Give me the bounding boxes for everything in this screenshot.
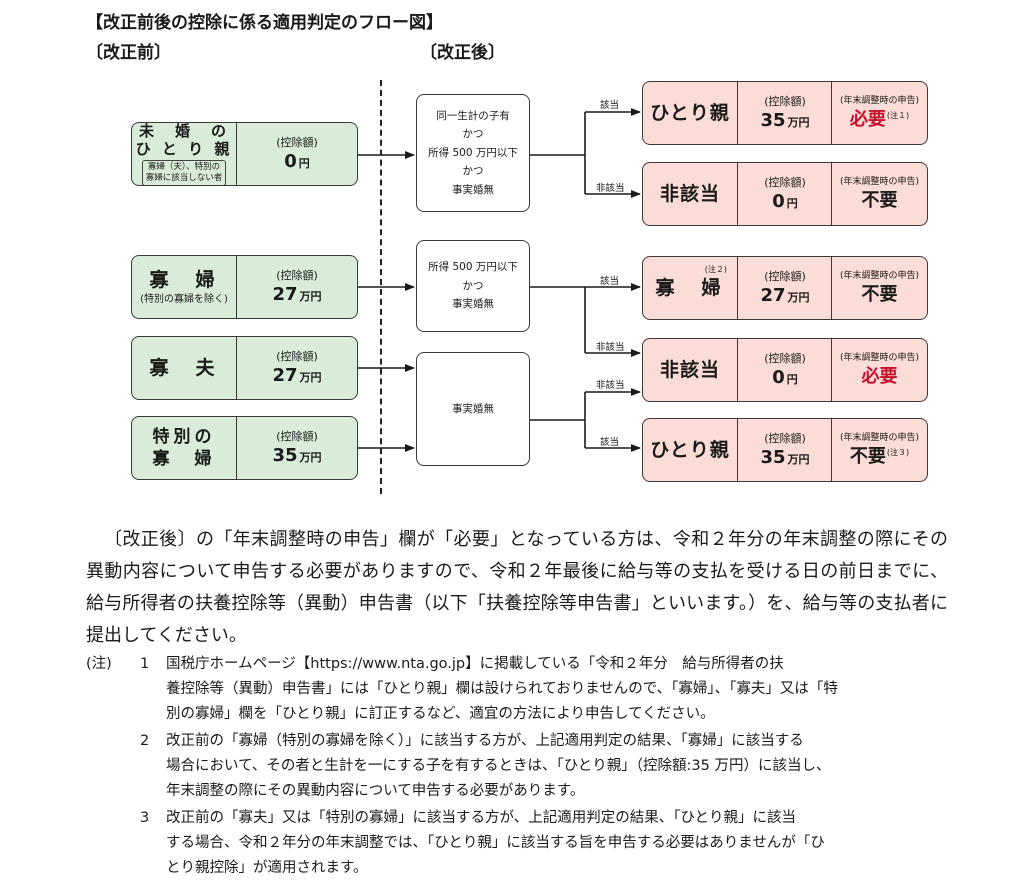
report-value: 不要	[861, 284, 898, 306]
branch-label-not-applicable: 非該当	[596, 183, 625, 194]
condition-box-2: 所得 500 万円以下 かつ 事実婚無	[416, 240, 530, 332]
after-name: 寡 婦	[655, 276, 725, 299]
branch-label-not-applicable: 非該当	[596, 342, 625, 353]
branch-label-applicable: 該当	[600, 276, 620, 287]
before-revision-label: 〔改正前〕	[86, 43, 171, 63]
deduction-label: (控除額)	[276, 429, 318, 443]
notes-label: (注)	[86, 656, 112, 672]
before-name-line: 未 婚 の	[138, 122, 229, 141]
note-line: 改正前の「寡夫」又は「特別の寡婦」に該当する方が、上記適用判定の結果、「ひとり親…	[166, 810, 797, 826]
branch-label-applicable: 該当	[600, 437, 620, 448]
report-value: 必要	[861, 366, 898, 388]
condition-line: 同一生計の子有	[436, 110, 510, 123]
condition-line: 所得 500 万円以下	[428, 261, 518, 274]
condition-line: かつ	[462, 128, 484, 141]
figure-title: 【改正前後の控除に係る適用判定のフロー図】	[86, 13, 443, 33]
report-value: 不要(注３)	[849, 446, 910, 468]
condition-line: かつ	[462, 279, 484, 292]
note-line: 別の寡婦」欄を「ひとり親」に訂正するなど、適宜の方法により申告してください。	[166, 706, 715, 722]
note-line: 国税庁ホームページ【https://www.nta.go.jp】に掲載している「…	[166, 656, 784, 672]
deduction-label: (控除額)	[764, 269, 806, 283]
report-value: 不要	[861, 190, 898, 212]
condition-line: 事実婚無	[452, 298, 494, 311]
report-label: (年末調整時の申告)	[839, 352, 920, 363]
before-single-parent-box: 未 婚 の ひ と り 親 寡婦（夫）、特別の 寡婦に該当しない者 (控除額) …	[131, 122, 358, 186]
note-line: 養控除等（異動）申告書」には「ひとり親」欄は設けられておりませんので、「寡婦」、…	[166, 681, 838, 697]
condition-line: 事実婚無	[452, 183, 494, 196]
after-name: 非該当	[659, 358, 720, 381]
report-label: (年末調整時の申告)	[839, 270, 920, 281]
note-line: 年末調整の際にその異動内容について申告する必要があります。	[166, 783, 585, 799]
before-name-note: 寡婦（夫）、特別の 寡婦に該当しない者	[141, 160, 227, 185]
condition-line: かつ	[462, 165, 484, 178]
note-line: とり親控除」が適用されます。	[166, 860, 368, 876]
after-name: ひとり親	[650, 101, 730, 124]
report-label: (年末調整時の申告)	[839, 95, 920, 106]
deduction-label: (控除額)	[276, 135, 318, 149]
deduction-label: (控除額)	[276, 268, 318, 282]
condition-line: 所得 500 万円以下	[428, 146, 518, 159]
body-paragraph: 〔改正後〕の「年末調整時の申告」欄が「必要」となっている方は、令和２年分の年末調…	[86, 529, 948, 646]
after-name: ひとり親	[650, 438, 730, 461]
branch-label-applicable: 該当	[600, 100, 620, 111]
note-line: する場合、令和２年分の年末調整では、「ひとり親」に該当する旨を申告する必要はあり…	[166, 835, 825, 851]
note-number: 2	[140, 733, 150, 749]
deduction-label: (控除額)	[276, 349, 318, 363]
before-name-line: 寡 婦	[152, 449, 216, 469]
note-line: 場合において、その者と生計を一にする子を有するときは、「ひとり親」（控除額:35…	[166, 758, 831, 774]
condition-box-1: 同一生計の子有 かつ 所得 500 万円以下 かつ 事実婚無	[416, 94, 530, 212]
deduction-label: (控除額)	[764, 94, 806, 108]
report-label: (年末調整時の申告)	[839, 176, 920, 187]
note-number: 1	[140, 656, 150, 672]
condition-line: 事実婚無	[452, 402, 494, 415]
after-name: 非該当	[659, 182, 720, 205]
before-name-line: ひ と り 親	[135, 140, 233, 159]
condition-box-3: 事実婚無	[416, 352, 530, 466]
report-label: (年末調整時の申告)	[839, 432, 920, 443]
before-name-line: 寡 夫	[149, 356, 219, 379]
report-value: 必要(注１)	[849, 109, 910, 131]
note-number: 3	[140, 810, 150, 826]
deduction-label: (控除額)	[764, 431, 806, 445]
before-name-line: 特別の	[152, 426, 216, 447]
note-line: 改正前の「寡婦（特別の寡婦を除く）」に該当する方が、上記適用判定の結果、「寡婦」…	[166, 733, 804, 749]
after-revision-label: 〔改正後〕	[420, 43, 505, 63]
after-name-note: (注２)	[704, 265, 727, 274]
flow-connectors	[358, 108, 641, 452]
before-name-line: 寡 婦	[149, 269, 219, 292]
deduction-label: (控除額)	[764, 351, 806, 365]
branch-label-not-applicable: 非該当	[596, 380, 625, 391]
deduction-label: (控除額)	[764, 175, 806, 189]
before-name-note: (特別の寡婦を除く)	[140, 293, 228, 305]
